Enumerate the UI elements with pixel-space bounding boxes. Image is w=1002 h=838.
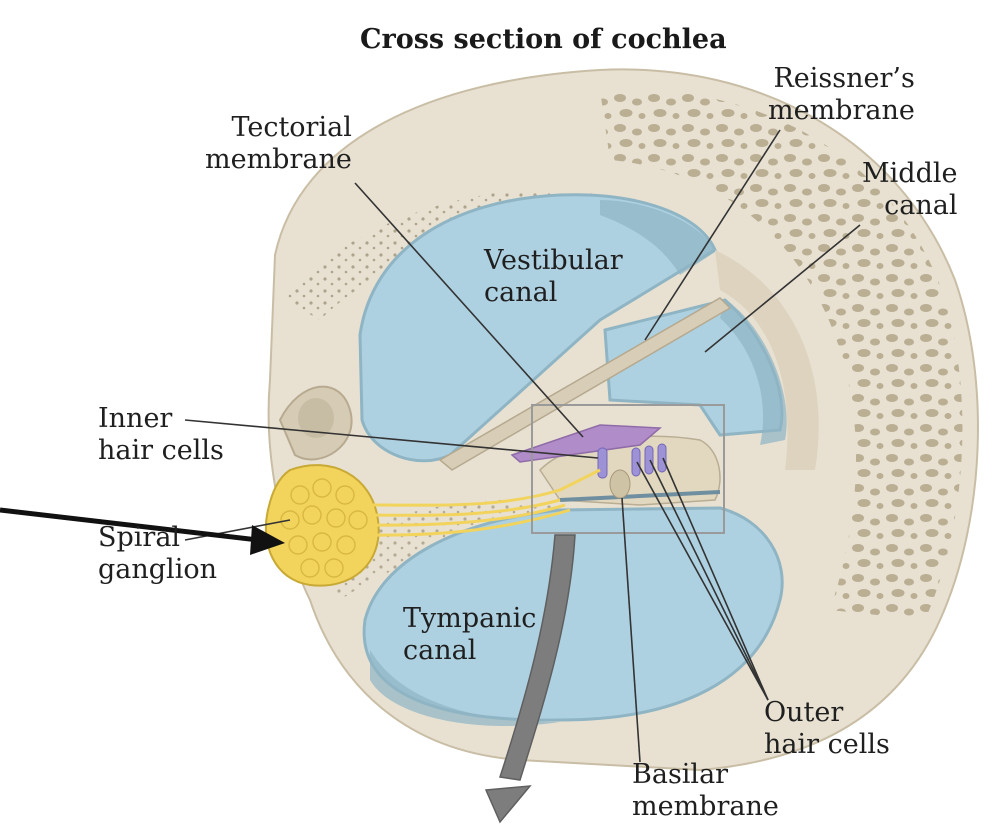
outer-hair-cell: [631, 447, 641, 477]
spiral-leader: [184, 519, 291, 541]
vestibular-canal: [358, 193, 717, 463]
porous-bone-right: [600, 89, 963, 621]
basilar-leader: [621, 497, 641, 763]
inner-hair-leader: [184, 419, 599, 459]
reissners-membrane: [438, 297, 732, 471]
outer-hair-leader-2: [649, 459, 769, 701]
outer-hair-leader-3: [662, 457, 769, 701]
outer-hair-leader-1: [636, 461, 769, 701]
tectorial-leader: [354, 182, 584, 438]
middle-canal-leader: [704, 224, 861, 353]
inner-hair-cell: [597, 447, 608, 479]
diagram-title: Cross section of cochlea: [360, 24, 727, 55]
reissner-leader: [644, 129, 781, 341]
spiral-ganglion: [264, 464, 380, 587]
pointer-arrow: [0, 507, 285, 555]
zoom-arrow: [484, 534, 576, 824]
zoom-box: [531, 404, 725, 534]
